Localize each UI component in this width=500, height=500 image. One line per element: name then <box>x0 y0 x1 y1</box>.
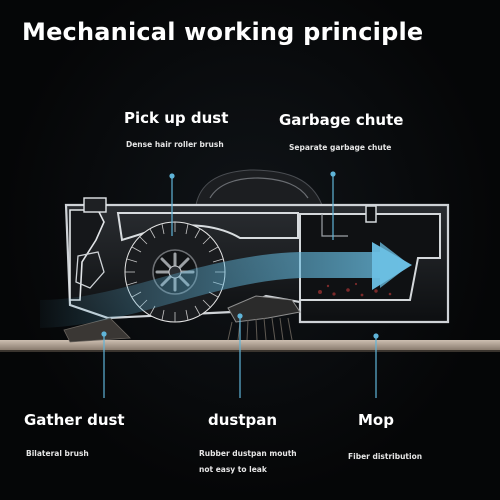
front-latch <box>83 197 107 213</box>
debris <box>318 282 392 297</box>
diagram-title: Mechanical working principle <box>22 18 424 46</box>
airflow-band <box>40 242 410 328</box>
chute-detail: Separate garbage chute <box>289 143 392 152</box>
mop-heading: Mop <box>358 411 394 429</box>
front-gear <box>75 251 105 289</box>
pickup-heading: Pick up dust <box>124 109 229 127</box>
airflow-arrowhead <box>372 242 412 290</box>
bin-clip <box>365 205 377 223</box>
dustpan-detail-line1: Rubber dustpan mouth <box>199 449 297 458</box>
dustpan-heading: dustpan <box>208 411 278 429</box>
chute-heading: Garbage chute <box>279 111 404 129</box>
gather-heading: Gather dust <box>24 411 125 429</box>
floor-strip <box>0 340 500 350</box>
gather-detail: Bilateral brush <box>26 449 89 458</box>
dustpan-detail-line2: not easy to leak <box>199 465 267 474</box>
rubber-dustpan-lip <box>227 295 301 323</box>
mop-detail: Fiber distribution <box>348 452 423 461</box>
leader-dots <box>101 171 379 339</box>
pickup-detail: Dense hair roller brush <box>126 140 224 149</box>
leader-lines <box>103 176 377 398</box>
bin-lid-step <box>321 214 348 237</box>
handle-ridge <box>209 177 309 199</box>
top-handle <box>195 169 323 206</box>
